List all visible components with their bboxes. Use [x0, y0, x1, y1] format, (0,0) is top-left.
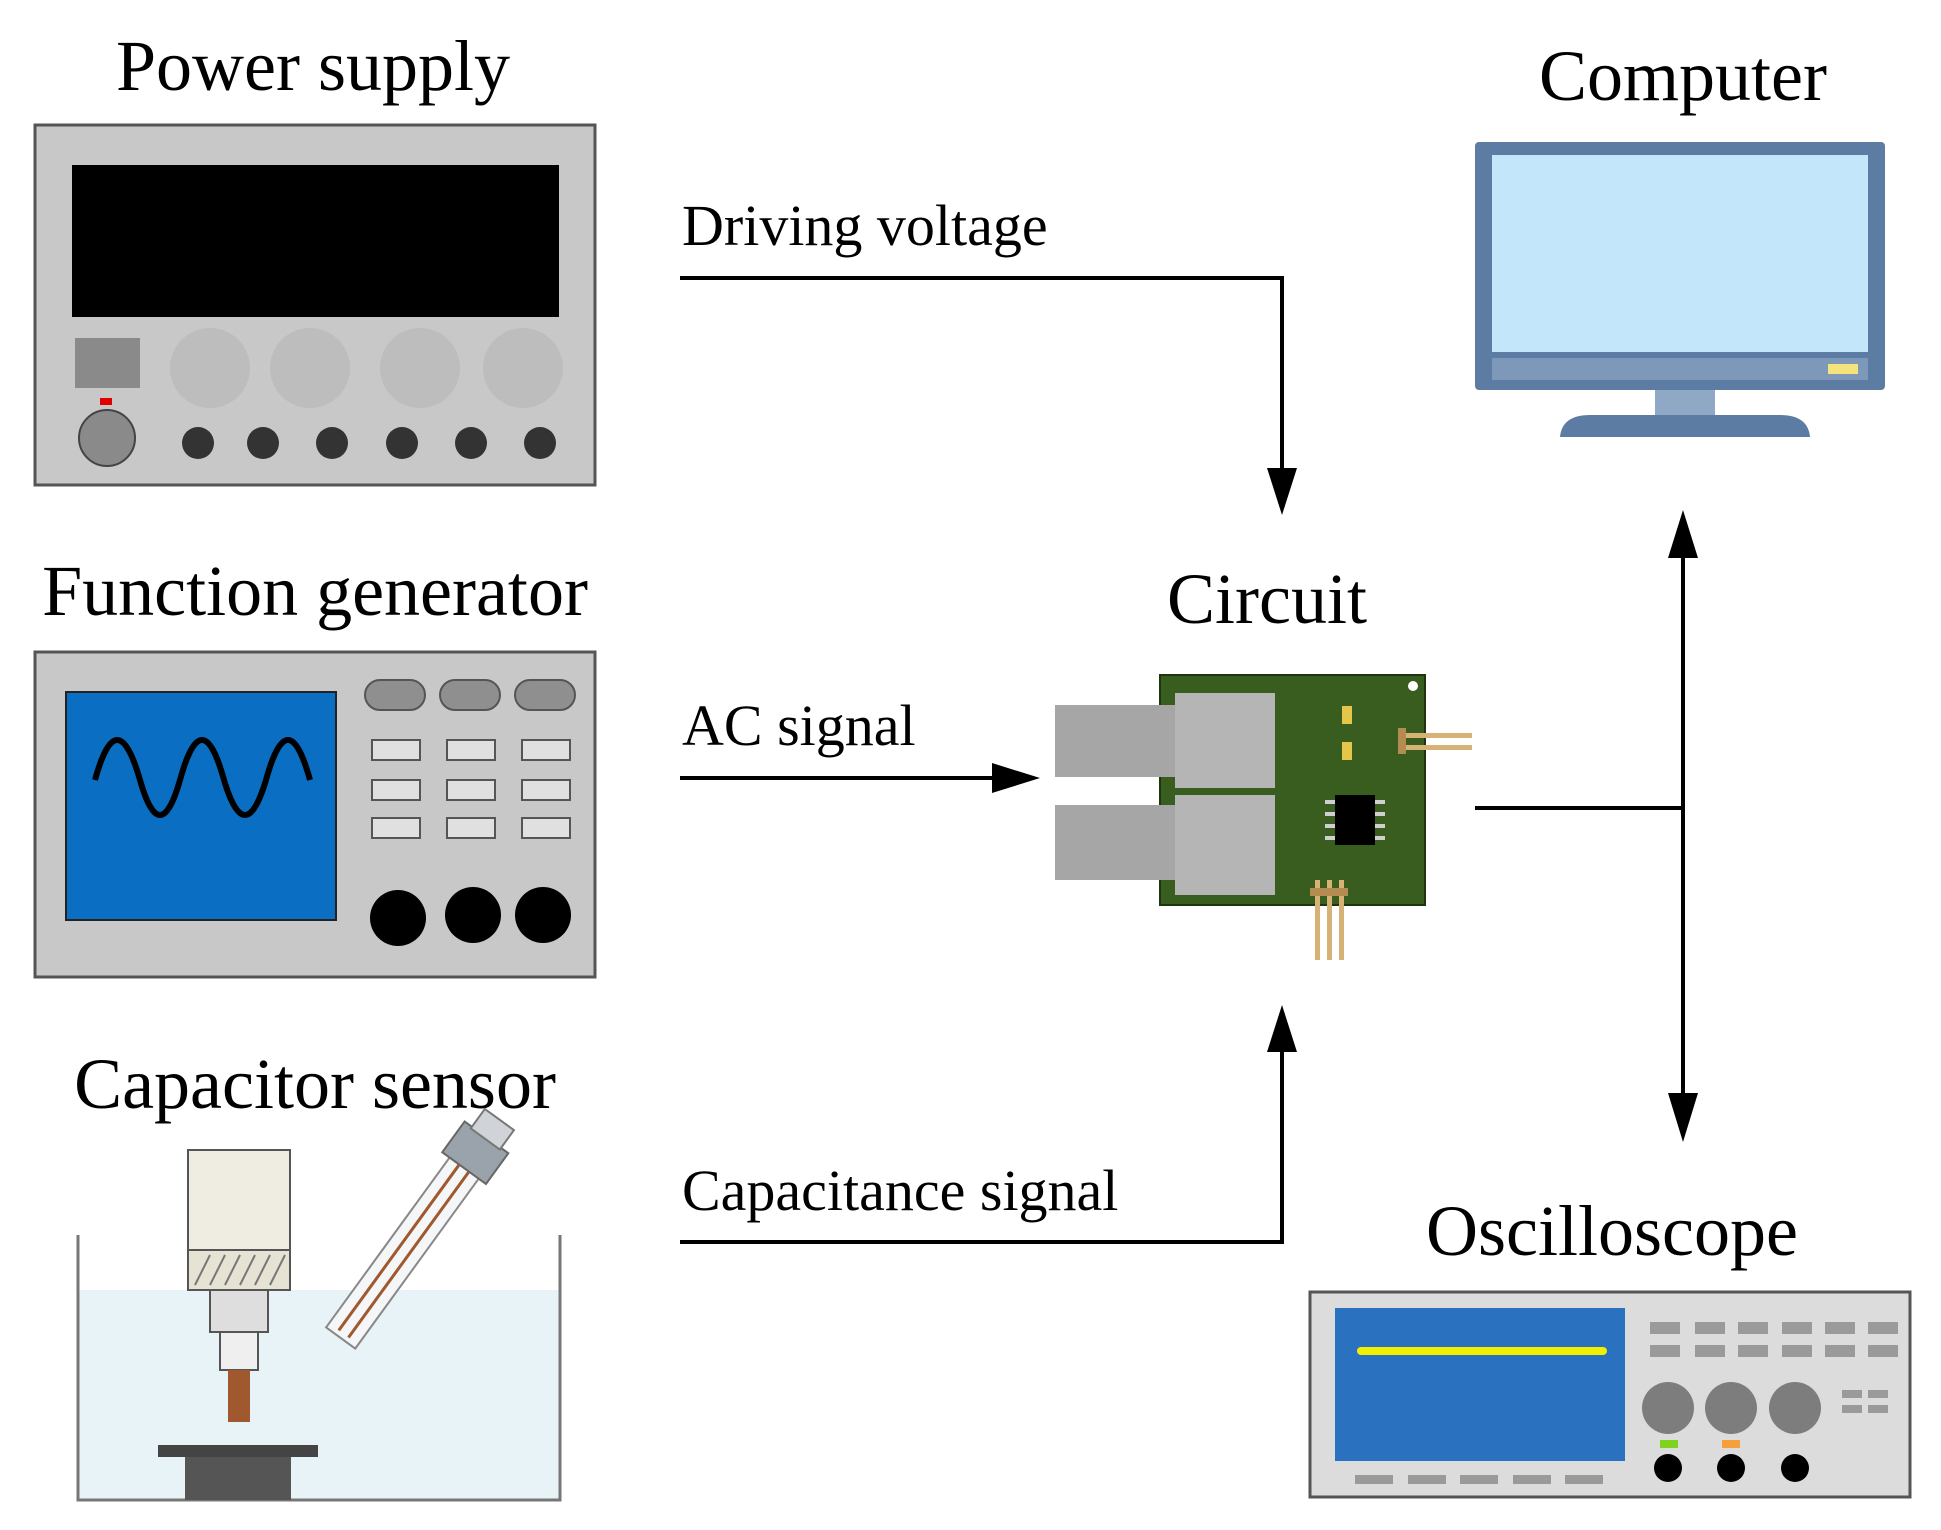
computer-monitor-icon [1475, 142, 1885, 437]
circuit-to-computer-oscilloscope-connector [1475, 510, 1698, 1142]
capacitor-sensor-label: Capacitor sensor [74, 1044, 556, 1124]
function-generator-label: Function generator [42, 551, 588, 631]
power-supply-label: Power supply [116, 26, 510, 106]
driving-voltage-connector [680, 276, 1297, 515]
oscilloscope-label: Oscilloscope [1426, 1191, 1798, 1271]
capacitance-signal-connector [680, 1005, 1297, 1244]
ac-signal-label: AC signal [682, 693, 916, 758]
circuit-label: Circuit [1167, 559, 1367, 639]
computer-label: Computer [1539, 36, 1827, 116]
ac-signal-connector [680, 763, 1040, 793]
driving-voltage-label: Driving voltage [682, 193, 1048, 258]
circuit-board-icon [1055, 674, 1472, 960]
capacitance-signal-label: Capacitance signal [682, 1158, 1118, 1223]
capacitor-sensor-icon [76, 1107, 562, 1502]
oscilloscope-icon [1308, 1290, 1912, 1499]
power-supply-icon [33, 123, 597, 487]
function-generator-icon [33, 650, 597, 979]
